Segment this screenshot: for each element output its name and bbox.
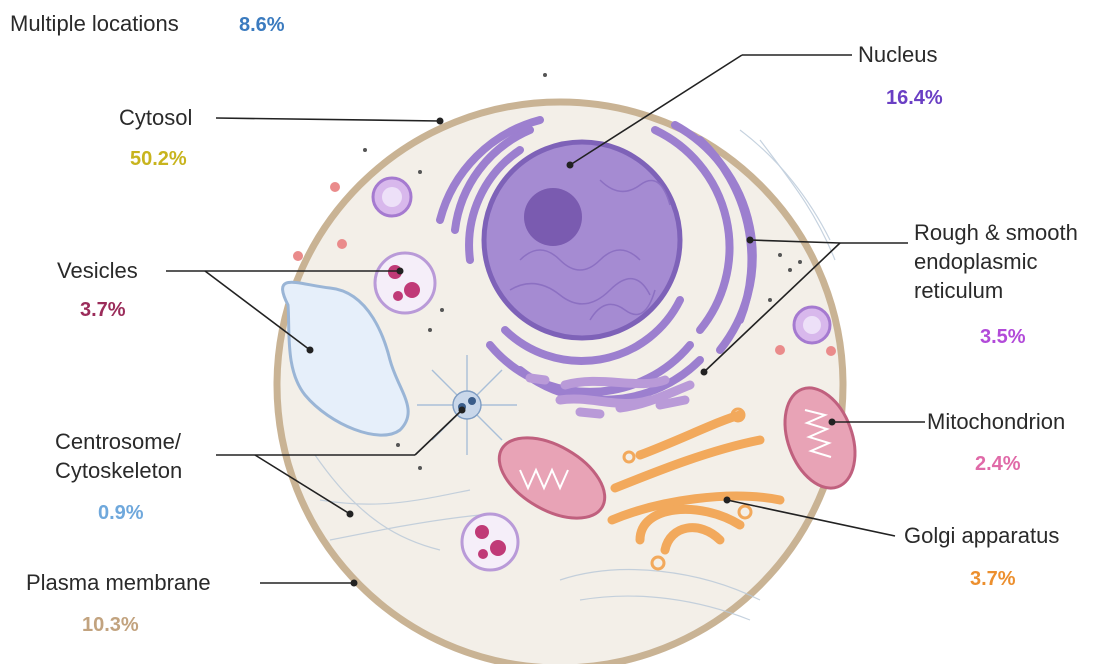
label-multiple-locations: Multiple locations — [10, 11, 179, 36]
label-mitochondrion: Mitochondrion — [927, 409, 1065, 434]
label-er-line3: reticulum — [914, 278, 1003, 303]
label-golgi: Golgi apparatus — [904, 523, 1059, 548]
label-er-line2: endoplasmic — [914, 249, 1038, 274]
nucleus — [484, 142, 680, 338]
label-centrosome-line2: Cytoskeleton — [55, 458, 182, 483]
label-plasma-membrane: Plasma membrane — [26, 570, 211, 595]
vesicle-2 — [462, 514, 518, 570]
value-er: 3.5% — [980, 326, 1026, 348]
value-cytosol: 50.2% — [130, 148, 187, 170]
label-vesicles: Vesicles — [57, 258, 138, 283]
nucleolus — [524, 188, 582, 246]
label-er-line1: Rough & smooth — [914, 220, 1078, 245]
value-vesicles: 3.7% — [80, 299, 126, 321]
value-nucleus: 16.4% — [886, 87, 943, 109]
value-centrosome: 0.9% — [98, 502, 144, 524]
value-golgi: 3.7% — [970, 568, 1016, 590]
value-mitochondrion: 2.4% — [975, 453, 1021, 475]
value-plasma-membrane: 10.3% — [82, 614, 139, 636]
label-centrosome-line1: Centrosome/ — [55, 429, 182, 454]
centrosome — [417, 355, 517, 455]
vesicle-1 — [375, 253, 435, 313]
label-nucleus: Nucleus — [858, 42, 937, 67]
value-multiple-locations: 8.6% — [239, 14, 285, 36]
lysosome-1 — [373, 178, 411, 216]
lysosome-2 — [794, 307, 830, 343]
label-cytosol: Cytosol — [119, 105, 192, 130]
